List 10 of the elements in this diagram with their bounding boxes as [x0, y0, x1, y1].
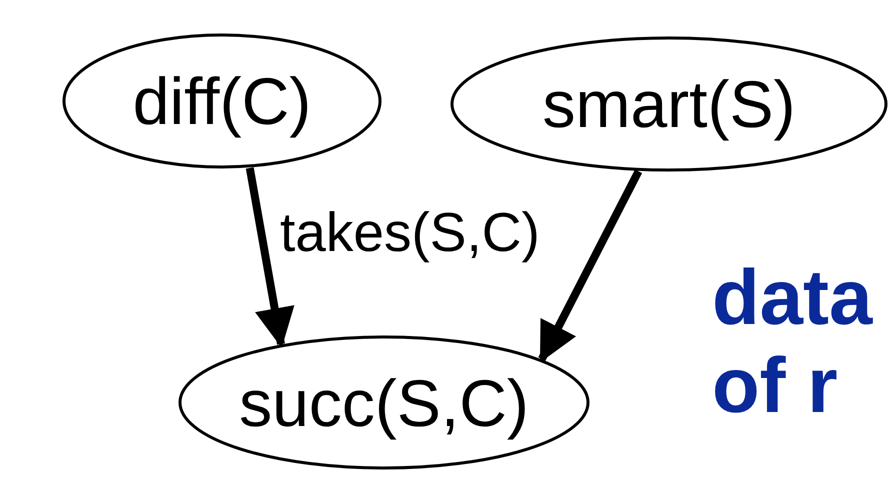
ellipse-node [62, 33, 382, 169]
ellipse-node [178, 335, 590, 470]
ellipse-node [450, 36, 888, 172]
node-label: diff(C) [132, 63, 312, 139]
heading-text: of r [712, 346, 838, 424]
arrow [538, 170, 642, 363]
node-label: succ(S,C) [239, 364, 529, 440]
heading-text: data [712, 258, 872, 336]
relation-label: takes(S,C) [280, 205, 540, 260]
node-label: smart(S) [542, 66, 796, 142]
